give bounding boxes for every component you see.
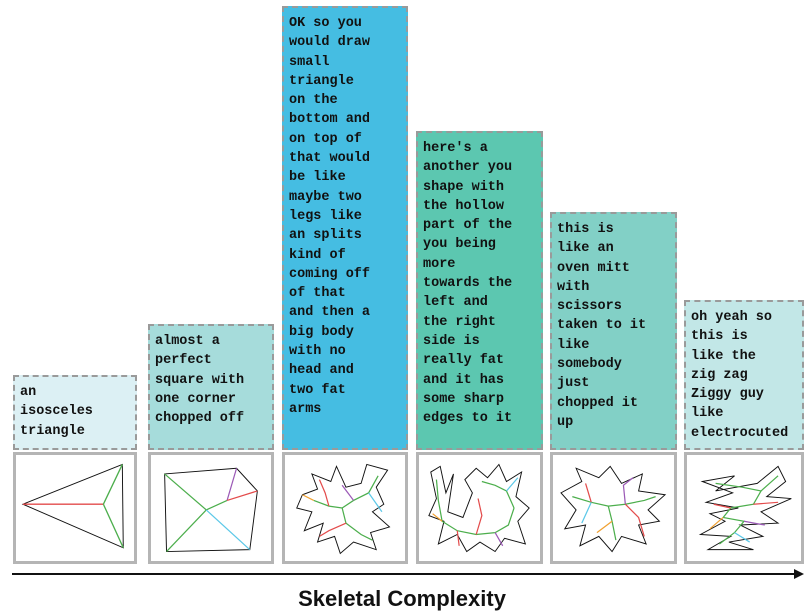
description-box-1: an isosceles triangle xyxy=(13,375,137,450)
chopped-square-shape xyxy=(151,455,271,561)
shape-thumbnail-6 xyxy=(684,452,804,564)
isosceles-triangle-shape xyxy=(16,455,134,561)
figure-shape xyxy=(285,455,405,561)
zigzag-shape xyxy=(687,455,801,561)
oven-mitt-shape xyxy=(553,455,674,561)
complexity-axis-arrow xyxy=(0,567,804,581)
hollow-u-shape xyxy=(419,455,540,561)
shape-thumbnail-4 xyxy=(416,452,543,564)
description-box-5: this is like an oven mitt with scissors … xyxy=(550,212,677,450)
shape-thumbnail-5 xyxy=(550,452,677,564)
shape-thumbnail-3 xyxy=(282,452,408,564)
description-box-3: OK so you would draw small triangle on t… xyxy=(282,6,408,450)
description-box-2: almost a perfect square with one corner … xyxy=(148,324,274,450)
axis-label: Skeletal Complexity xyxy=(0,586,804,612)
shape-thumbnail-2 xyxy=(148,452,274,564)
shape-thumbnail-1 xyxy=(13,452,137,564)
description-box-6: oh yeah so this is like the zig zag Zigg… xyxy=(684,300,804,450)
description-box-4: here's a another you shape with the holl… xyxy=(416,131,543,450)
